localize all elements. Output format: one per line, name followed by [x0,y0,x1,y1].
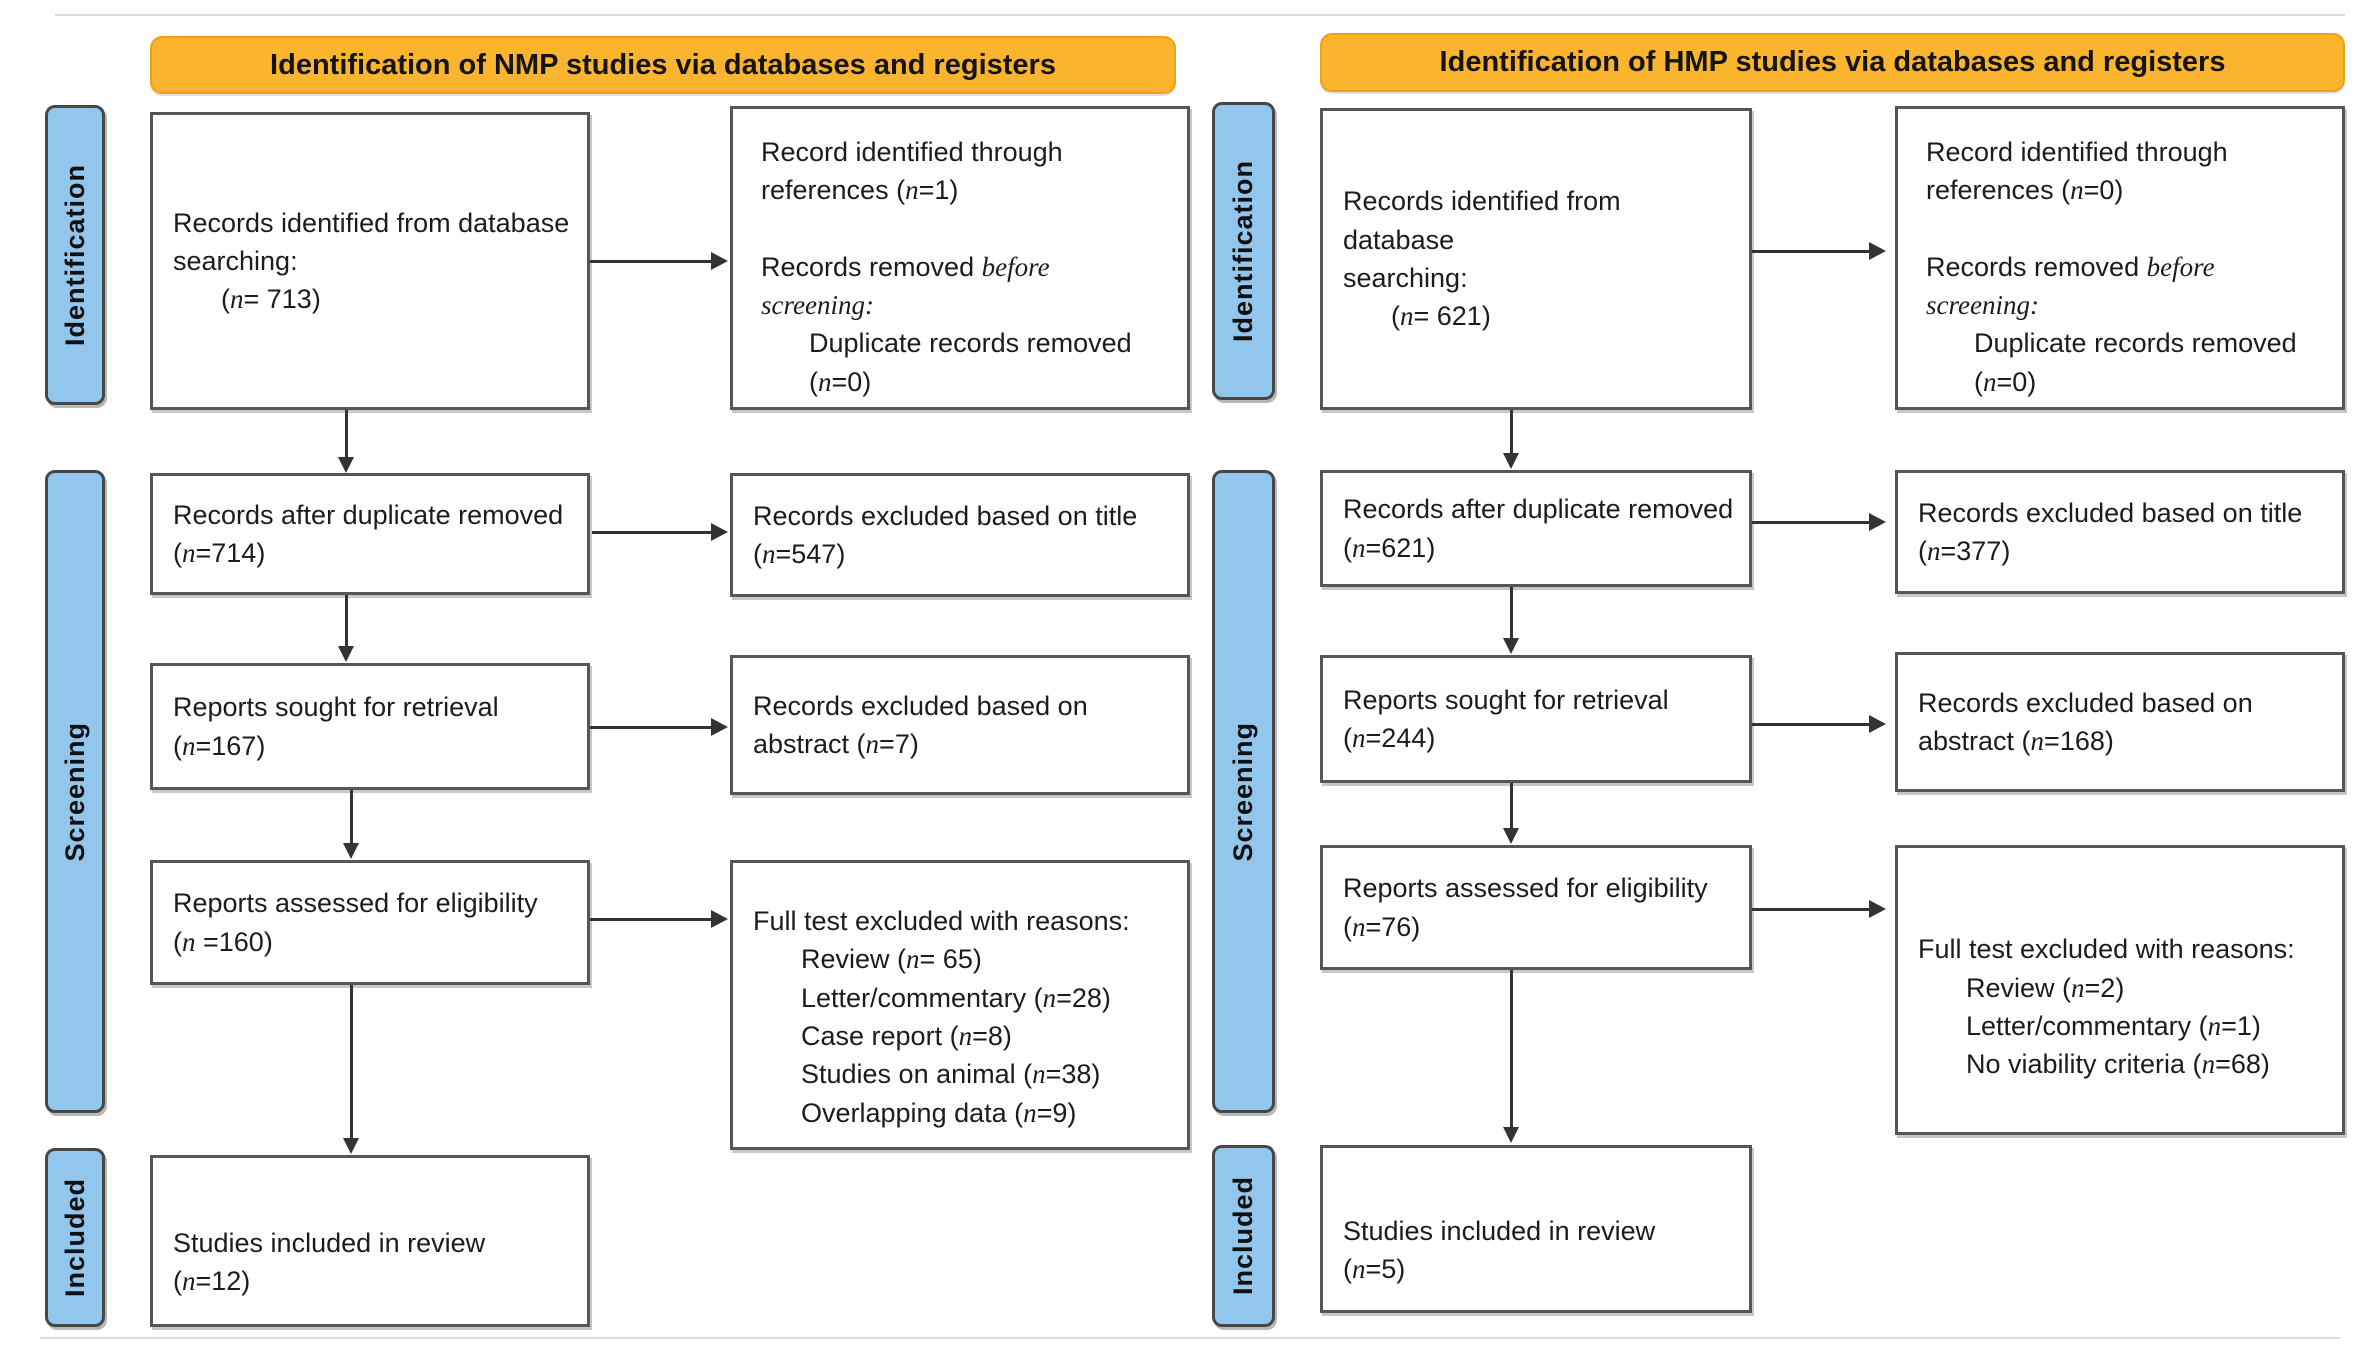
hmp-box-excluded-title: Records excluded based on title(n=377) [1895,470,2345,594]
arrow-hmp-sought-to-excluded-abstract [1752,715,1886,733]
hmp-stage-screening: Screening [1212,470,1275,1113]
nmp-box-studies-included: Studies included in review(n=12) [150,1155,590,1327]
arrow-hmp-assessed-to-included [1503,970,1519,1143]
arrow-hmp-assessed-to-fulltext-excluded [1752,900,1886,918]
hmp-box-fulltext-excluded: Full test excluded with reasons:Review (… [1895,845,2345,1135]
hmp-stage-screening-label: Screening [1228,721,1258,862]
hmp-box-records-after-duplicates: Records after duplicate removed(n=621) [1320,470,1752,587]
arrow-hmp-duplicates-to-sought [1503,587,1519,654]
nmp-stage-included: Included [45,1148,105,1327]
bottom-divider [40,1337,2340,1339]
arrow-nmp-sought-to-assessed [343,790,359,859]
arrow-nmp-identified-to-references [590,252,728,270]
nmp-stage-screening-label: Screening [59,721,90,862]
hmp-header-banner: Identification of HMP studies via databa… [1320,33,2345,92]
hmp-stage-included-label: Included [1228,1176,1258,1296]
hmp-stage-identification-label: Identification [1228,160,1258,342]
nmp-box-fulltext-excluded: Full test excluded with reasons:Review (… [730,860,1190,1150]
nmp-header-banner: Identification of NMP studies via databa… [150,36,1176,94]
nmp-box-reports-assessed: Reports assessed for eligibility(n =160) [150,860,590,985]
nmp-stage-identification: Identification [45,105,105,405]
arrow-nmp-duplicates-to-sought [338,595,354,662]
arrow-hmp-identified-to-references [1752,242,1886,260]
arrow-hmp-duplicates-to-excluded-title [1752,513,1886,531]
hmp-box-reports-sought: Reports sought for retrieval(n=244) [1320,655,1752,783]
nmp-box-records-after-duplicates: Records after duplicate removed(n=714) [150,473,590,595]
nmp-stage-screening: Screening [45,470,105,1113]
arrow-nmp-duplicates-to-excluded-title [592,523,728,541]
arrow-hmp-identified-to-duplicates [1503,410,1519,469]
arrow-nmp-assessed-to-fulltext-excluded [590,910,728,928]
arrow-nmp-sought-to-excluded-abstract [590,718,728,736]
hmp-box-reports-assessed: Reports assessed for eligibility(n=76) [1320,845,1752,970]
nmp-stage-included-label: Included [59,1177,90,1297]
hmp-stage-identification: Identification [1212,102,1275,400]
arrow-nmp-assessed-to-included [343,985,359,1154]
hmp-stage-included: Included [1212,1145,1275,1327]
nmp-box-excluded-title: Records excluded based on title(n=547) [730,473,1190,597]
top-divider [55,14,2345,16]
nmp-stage-identification-label: Identification [59,164,90,346]
nmp-box-reports-sought: Reports sought for retrieval(n=167) [150,663,590,790]
hmp-box-studies-included: Studies included in review(n=5) [1320,1145,1752,1313]
arrow-hmp-sought-to-assessed [1503,783,1519,844]
arrow-nmp-identified-to-duplicates [338,410,354,473]
